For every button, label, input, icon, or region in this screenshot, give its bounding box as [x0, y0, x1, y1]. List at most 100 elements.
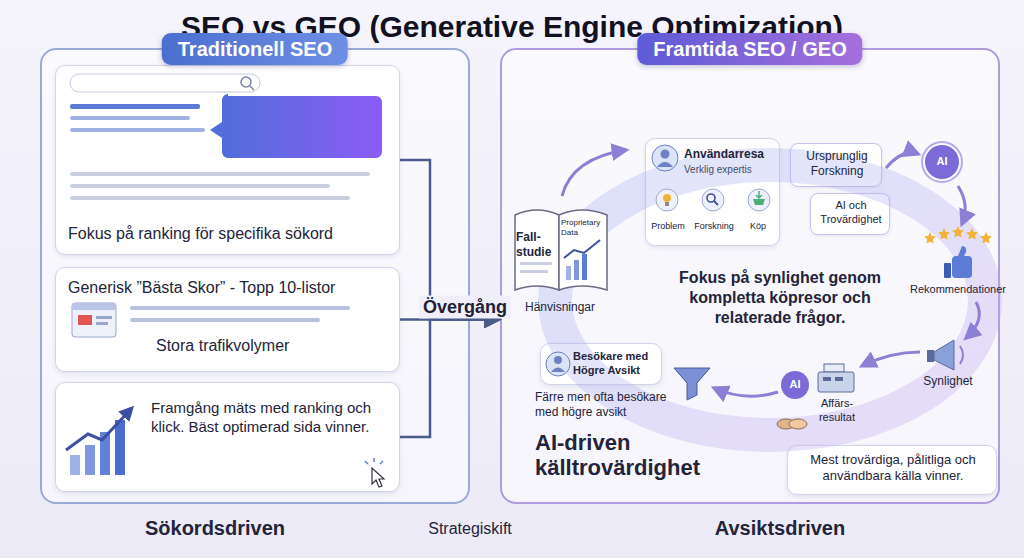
research-bubble: Ursprunglig Forskning	[790, 143, 882, 187]
recommendation-icon	[958, 246, 966, 256]
visitor-avatar	[551, 368, 565, 373]
ai-brain-icon	[922, 142, 962, 182]
search-card-art	[70, 128, 205, 132]
journey-icons	[707, 194, 715, 202]
book-art	[520, 262, 552, 265]
ai-badge: AI	[927, 155, 957, 169]
journey-icons	[665, 202, 669, 206]
diagram-title: SEO vs GEO (Generative Engine Optimizati…	[0, 8, 1024, 46]
browser-card-art	[96, 322, 108, 325]
winner-box: Mest trovärdiga, pålitliga och användbar…	[787, 445, 997, 495]
book-art	[559, 210, 607, 290]
flow-arrows	[562, 150, 979, 396]
edge-label: Övergång	[419, 295, 511, 318]
node-text: Ursprunglig Forskning	[795, 149, 879, 179]
case-study-book: Fall- studieProprietary DataHänvisningar	[510, 200, 610, 322]
visitor-avatar	[554, 356, 562, 364]
book-art	[515, 210, 607, 290]
flow-arrows	[562, 150, 626, 196]
flow-arrows	[714, 388, 778, 396]
node-text: Besökare med Högre Avsikt	[573, 350, 659, 378]
journey-icons	[657, 162, 673, 167]
search-card-art	[70, 172, 370, 176]
icon-label: Synlighet	[910, 374, 986, 389]
node-text: Proprietary Data	[561, 218, 609, 238]
node-text: Framgång mäts med ranking och klick. Bäs…	[151, 399, 386, 437]
flow-arrows	[862, 352, 920, 366]
growth-chart-art	[85, 445, 95, 475]
node-text: Fall- studie	[516, 230, 560, 260]
journey-icons	[702, 189, 724, 211]
footer-label: Strategiskift	[400, 519, 540, 539]
journey-icons	[663, 194, 671, 202]
cash-register-icon	[818, 372, 854, 392]
growth-chart-art	[372, 468, 384, 487]
journey-card: AnvändarresaVerklig expertisProblemForsk…	[645, 138, 780, 246]
cash-register-icon	[823, 377, 831, 381]
growth-chart-art	[380, 461, 383, 464]
megaphone-icon	[960, 346, 963, 364]
metrics-card: Framgång mäts med ranking och klick. Bäs…	[55, 382, 400, 492]
node-text: Problem	[647, 221, 689, 232]
ranking-card: Fokus på ranking för specifika sökord	[55, 65, 400, 255]
transition-connector	[400, 320, 500, 438]
journey-icons	[714, 201, 718, 205]
book-art	[566, 266, 571, 280]
megaphone-icon	[927, 350, 934, 362]
node-text: Verklig expertis	[684, 164, 778, 177]
visitor-box: Besökare med Högre Avsikt	[540, 343, 662, 385]
journey-icons	[661, 150, 670, 159]
transition-connector	[400, 160, 500, 320]
node-text: Stora trafikvolymer	[156, 336, 381, 356]
panel-heading: Framtida SEO / GEO	[637, 33, 862, 65]
cash-register-icon	[818, 364, 854, 392]
search-card-art	[250, 86, 254, 90]
swirl-band	[555, 165, 985, 435]
book-art	[564, 240, 600, 258]
search-card-art	[70, 184, 330, 188]
node-text: Fokus på ranking för specifika sökord	[68, 224, 388, 244]
recommendation-icon	[924, 226, 992, 278]
browser-card-art	[96, 316, 112, 319]
book-art	[574, 260, 579, 280]
megaphone-icon	[927, 340, 963, 370]
recommendation-icon	[952, 226, 964, 238]
recommendation-icon	[952, 256, 972, 278]
recommendation-icon	[966, 228, 978, 240]
browser-card-art	[72, 303, 350, 337]
flow-arrows	[966, 302, 979, 338]
flow-arrows	[886, 153, 918, 168]
search-card-art	[70, 116, 190, 120]
cash-register-icon	[835, 377, 843, 381]
cash-register-icon	[824, 364, 844, 372]
swirl-band	[555, 165, 985, 435]
ai-handshake-icon	[777, 419, 795, 429]
node-text: Generisk ”Bästa Skor” - Topp 10-listor	[68, 278, 388, 298]
search-card-art	[210, 94, 382, 158]
browser-card-art	[130, 318, 320, 322]
panel-heading: Traditionell SEO	[162, 33, 348, 65]
ai-handshake-icon	[789, 419, 807, 429]
growth-chart-art	[100, 432, 110, 475]
browser-card-art	[78, 315, 92, 325]
search-card-art	[241, 77, 251, 87]
ai-badge: AI	[780, 378, 810, 392]
growth-chart-art	[365, 461, 368, 464]
visitor-note: Färre men ofta besökare med högre avsikt	[535, 390, 667, 420]
headline-note: AI-driven källtrovärdighet	[535, 430, 735, 481]
journey-icons	[652, 145, 770, 211]
funnel-icon	[674, 368, 710, 400]
footer-label: Avsiktsdriven	[680, 516, 880, 541]
browser-card-art	[72, 303, 116, 337]
node-text: Användarresa	[684, 147, 778, 162]
book-art	[582, 254, 587, 280]
growth-chart-art	[66, 408, 384, 487]
journey-icons	[756, 191, 762, 198]
browser-card-art	[72, 303, 116, 310]
growth-chart-art	[115, 420, 125, 475]
recommendation-icon	[924, 232, 936, 244]
toplist-card: Generisk ”Bästa Skor” - Topp 10-listorSt…	[55, 267, 400, 372]
growth-chart-art	[70, 455, 80, 475]
journey-icons	[753, 199, 765, 205]
